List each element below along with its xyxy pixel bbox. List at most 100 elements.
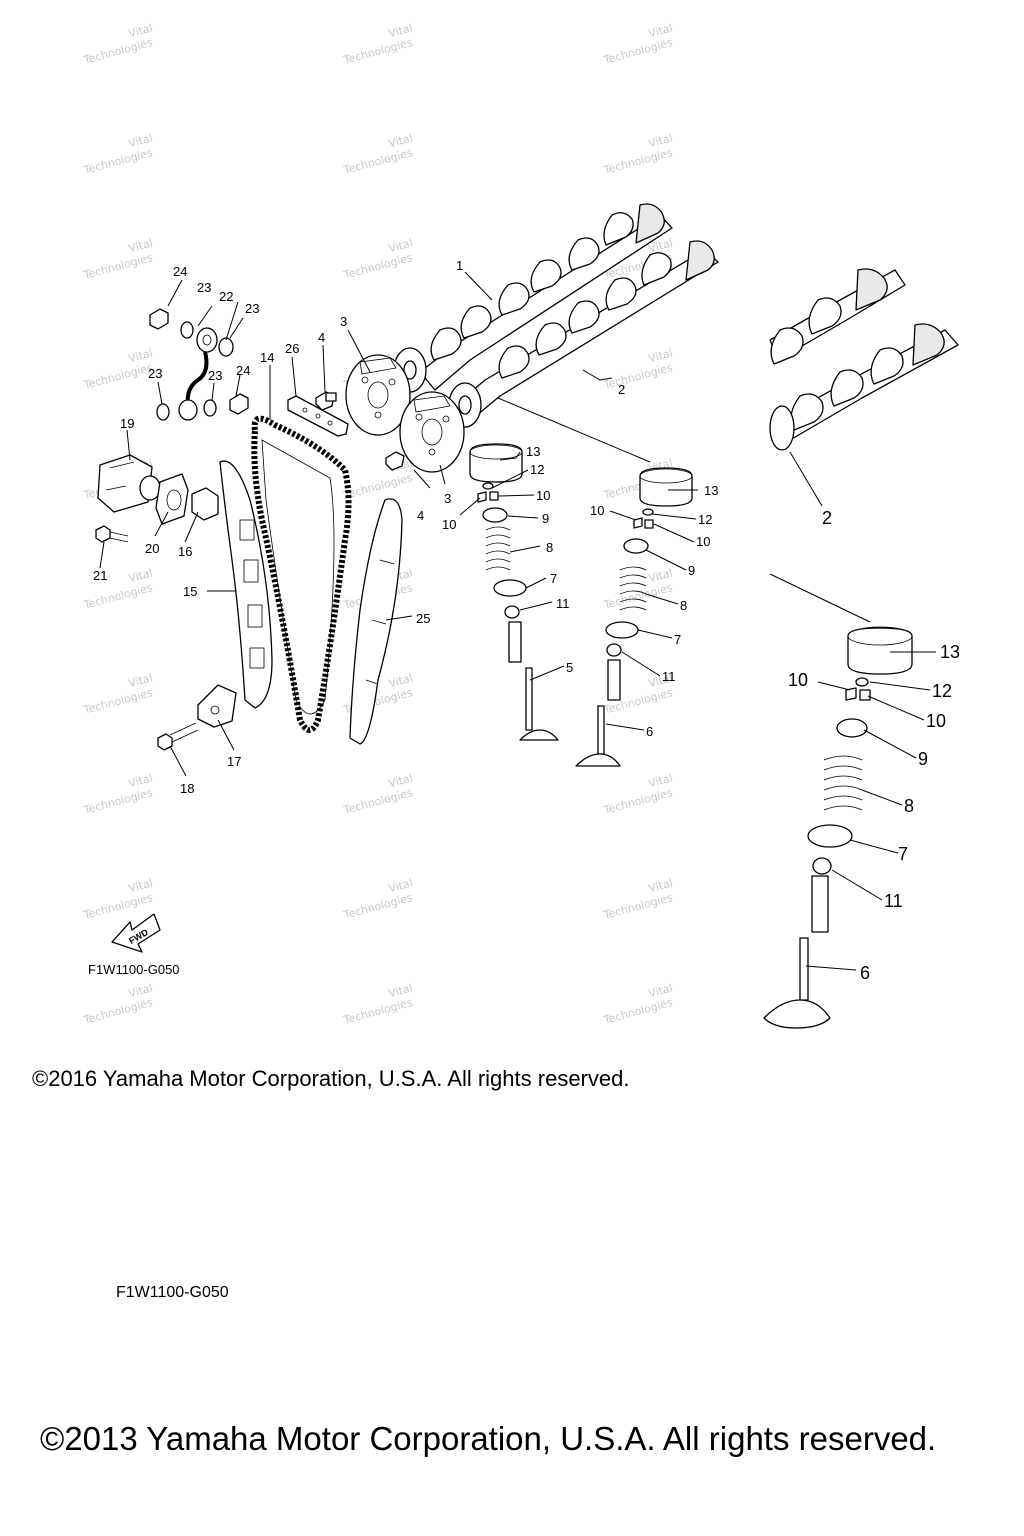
callout-6: 6 [860,963,870,983]
callout-12: 12 [698,512,712,527]
callout-14: 14 [260,350,274,365]
callout-10: 10 [926,711,946,731]
callout-1: 1 [456,258,463,273]
leader-lines [99,271,936,971]
diagram-code-large: F1W1100-G050 [116,1284,229,1301]
watermark-text: Technologies [341,146,414,177]
diagram-code-small: F1W1100-G050 [88,962,180,977]
watermark-text: Vital [647,771,674,790]
callout-16: 16 [178,544,192,559]
watermark-text: Technologies [601,996,674,1027]
callout-7: 7 [674,632,681,647]
watermark-text: Vital [127,981,154,1000]
callout-4: 4 [417,508,424,523]
watermark-text: Technologies [81,361,154,392]
copyright-small: ©2016 Yamaha Motor Corporation, U.S.A. A… [32,1066,630,1091]
callout-10: 10 [442,517,456,532]
union-bolts-illustration [149,308,249,415]
watermark-text: Technologies [341,996,414,1027]
callout-26: 26 [285,341,299,356]
guide-bracket-illustration [197,684,237,728]
callout-9: 9 [918,749,928,769]
callout-13: 13 [526,444,540,459]
callout-3: 3 [340,314,347,329]
callout-11: 11 [556,596,570,611]
watermark-text: Vital [647,21,674,40]
callout-25: 25 [416,611,430,626]
callout-13: 13 [704,483,718,498]
sprocket-bolt-upper [315,391,337,411]
callout-23: 23 [245,301,259,316]
watermark-text: Vital [127,876,154,895]
callout-15: 15 [183,584,197,599]
callout-4: 4 [318,330,325,345]
watermark-text: Vital [127,771,154,790]
watermark-text: Vital [387,876,414,895]
callout-21: 21 [93,568,107,583]
watermark-text: Technologies [341,36,414,67]
watermark-text: Vital [387,771,414,790]
valve-train-intake-illustration [469,443,559,741]
callout-8: 8 [546,540,553,555]
chain-guide-stopper-illustration [191,487,219,521]
watermark-text: Vital [387,671,414,690]
watermark-text: Vital [127,236,154,255]
callout-23: 23 [148,366,162,381]
callout-23: 23 [208,368,222,383]
watermark-text: Technologies [601,891,674,922]
callout-9: 9 [542,511,549,526]
watermark-text: Technologies [341,471,414,502]
callout-9: 9 [688,563,695,578]
watermark-text: Vital [647,671,674,690]
copyright-large: ©2013 Yamaha Motor Corporation, U.S.A. A… [40,1420,937,1457]
watermark-text: Technologies [81,581,154,612]
callout-10: 10 [536,488,550,503]
watermark-text: Technologies [341,251,414,282]
watermark-text: Vital [387,21,414,40]
watermark-text: Vital [387,981,414,1000]
watermark-text: Vital [647,566,674,585]
callout-24: 24 [173,264,187,279]
watermark-text: Technologies [81,891,154,922]
callout-10: 10 [788,670,808,690]
callout-10: 10 [590,503,604,518]
callout-23: 23 [197,280,211,295]
watermark-text: Technologies [81,146,154,177]
callout-13: 13 [940,642,960,662]
timing-chain-illustration [251,415,352,733]
watermark-text: Vital [647,876,674,895]
callout-11: 11 [884,891,903,911]
watermark-text: Technologies [81,686,154,717]
callout-7: 7 [550,571,557,586]
callout-17: 17 [227,754,241,769]
callout-11: 11 [662,669,676,684]
watermark-text: Technologies [601,146,674,177]
watermark-text: Vital [127,671,154,690]
sprocket-lower-illustration [399,391,465,473]
callout-8: 8 [680,598,687,613]
valve-train-exhaust-illustration [575,467,693,767]
bracket-bolt-illustration [157,722,199,751]
watermark-text: Vital [127,21,154,40]
watermark-text: Technologies [81,36,154,67]
tensioner-gasket-illustration [155,473,189,525]
watermark-text: Vital [387,131,414,150]
callout-8: 8 [904,796,914,816]
callout-18: 18 [180,781,194,796]
callout-12: 12 [932,681,952,701]
fwd-arrow-icon: FWD [111,913,161,953]
watermark-text: Technologies [81,786,154,817]
callout-12: 12 [530,462,544,477]
washers-illustration [156,321,234,421]
callout-6: 6 [646,724,653,739]
watermark-text: Vital [127,566,154,585]
watermark-text: Technologies [601,36,674,67]
callout-24: 24 [236,363,250,378]
inset-valve-train-illustration [763,626,913,1029]
watermark-text: Technologies [81,996,154,1027]
watermark-text: Technologies [601,786,674,817]
watermark-text: Technologies [341,786,414,817]
callout-20: 20 [145,541,159,556]
